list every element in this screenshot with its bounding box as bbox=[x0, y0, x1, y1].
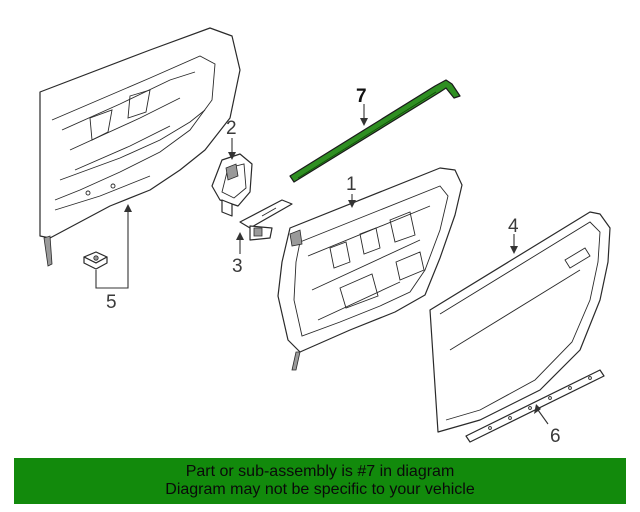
seal-strip-highlighted bbox=[289, 79, 461, 183]
callout-5: 5 bbox=[106, 292, 117, 313]
inner-door-frame bbox=[277, 167, 463, 371]
callout-3: 3 bbox=[232, 256, 243, 277]
callout-4: 4 bbox=[508, 216, 519, 237]
callout-7: 7 bbox=[356, 86, 367, 107]
banner-line-2: Diagram may not be specific to your vehi… bbox=[165, 481, 475, 498]
callout-2: 2 bbox=[226, 118, 237, 139]
hinge-bracket bbox=[211, 153, 253, 217]
door-check-strap bbox=[239, 199, 293, 241]
clip-part bbox=[83, 251, 108, 270]
callout-1: 1 bbox=[346, 174, 357, 195]
info-banner: Part or sub-assembly is #7 in diagram Di… bbox=[14, 458, 626, 504]
leader-lines bbox=[95, 104, 549, 425]
callout-6: 6 bbox=[550, 426, 561, 447]
lower-molding-strip bbox=[465, 369, 605, 443]
outer-door-skin bbox=[429, 211, 611, 433]
body-side-frame bbox=[39, 27, 241, 267]
banner-line-1: Part or sub-assembly is #7 in diagram bbox=[185, 463, 455, 480]
parts-diagram: 7 1 2 3 4 5 6 bbox=[39, 27, 611, 447]
